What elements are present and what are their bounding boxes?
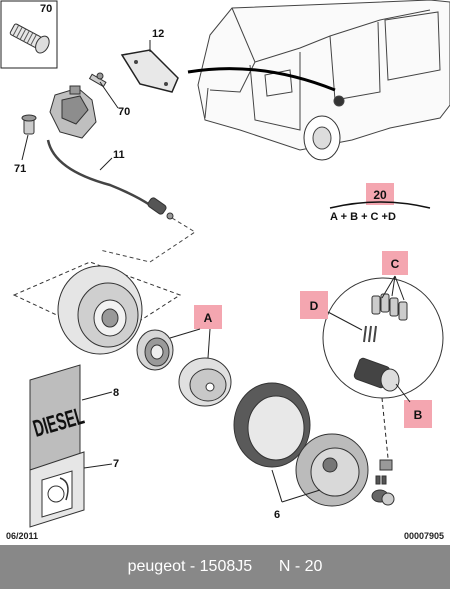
- small-lock-parts: [371, 459, 395, 506]
- label-B: B: [414, 408, 423, 422]
- callout-70-top: 70: [40, 3, 52, 15]
- footer-separator: -: [185, 558, 200, 575]
- pointer-line: [187, 67, 336, 92]
- footer-page: N - 20: [278, 558, 323, 575]
- callout-6: 6: [274, 509, 280, 521]
- label-A: A: [204, 311, 213, 325]
- lock-barrel: [353, 357, 400, 392]
- footer-spacer: [252, 558, 279, 576]
- screw-detail-box: [0, 0, 58, 69]
- callout-7: 7: [113, 458, 119, 470]
- footer-date: 06/2011: [6, 531, 39, 541]
- footer-part-number: 1508J5: [199, 558, 253, 575]
- lock-mechanism: [46, 85, 174, 220]
- callout-8: 8: [113, 387, 119, 399]
- filler-ring: [233, 382, 311, 468]
- fuel-pump-sticker: [29, 451, 85, 528]
- callout-12: 12: [152, 28, 164, 40]
- label-box-20: [366, 183, 394, 205]
- label-box-C: [382, 251, 408, 275]
- label-20: 20: [373, 188, 387, 202]
- callout-71: 71: [14, 163, 26, 175]
- label-box-D: [300, 291, 328, 319]
- label-D: D: [310, 299, 319, 313]
- filler-flap: [178, 357, 232, 407]
- filler-housing: [12, 261, 182, 355]
- footer-bar: peugeot - 1508J5 N - 20: [0, 545, 450, 589]
- parts-diagram: 70 12 70 71 11: [0, 0, 450, 528]
- label-box-B: [404, 400, 432, 428]
- footer-reference: 00007905: [403, 531, 444, 541]
- gasket-plate: [120, 49, 179, 93]
- formula-text: A + B + C +D: [330, 211, 396, 223]
- callout-11: 11: [113, 149, 125, 161]
- screw-icon: [9, 23, 50, 54]
- footer-brand: peugeot: [127, 558, 186, 575]
- key-wafers-icon: [371, 293, 408, 321]
- filler-cap: [136, 329, 174, 371]
- bolt-icon: [88, 72, 107, 88]
- van-illustration: [197, 0, 450, 161]
- label-box-A: [194, 305, 222, 329]
- label-C: C: [391, 257, 400, 271]
- callout-70: 70: [118, 106, 130, 118]
- springs-icon: [363, 325, 377, 343]
- diesel-label-plate: DIESEL: [29, 364, 87, 471]
- lock-detail-circle: [322, 277, 444, 399]
- dashed-leader: [99, 217, 196, 263]
- rivet-icon: [21, 114, 37, 135]
- filler-bowl: [295, 433, 369, 507]
